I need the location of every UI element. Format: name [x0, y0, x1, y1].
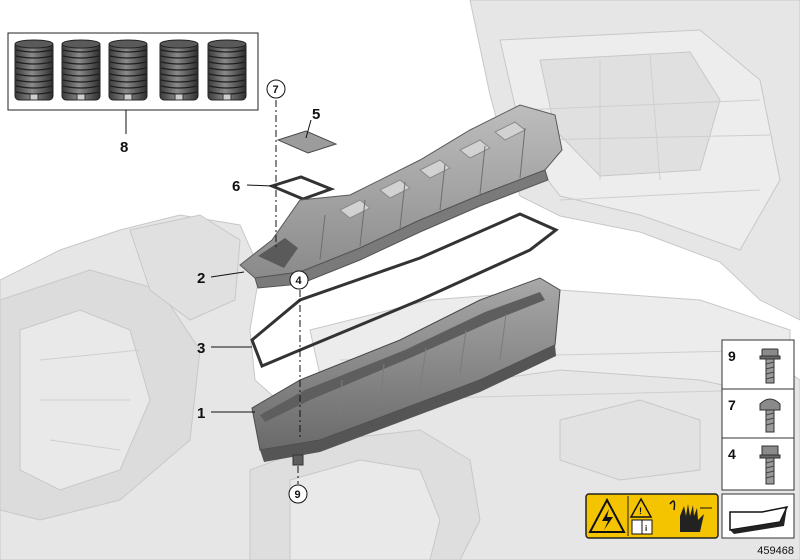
callout-6: 6: [232, 178, 240, 195]
circled-callout-7: 7: [266, 79, 286, 99]
legend-number-4: 4: [728, 446, 736, 462]
sleeve-3: [108, 39, 148, 101]
leader-lines: [125, 100, 312, 484]
callout-3: 3: [197, 340, 205, 357]
bolt-legend-panel: [721, 339, 795, 491]
svg-text:9: 9: [295, 489, 301, 501]
cover-plate-part: [276, 130, 338, 154]
svg-text:!: !: [639, 506, 642, 516]
torx-bolt-icon: [759, 398, 781, 433]
callout-1: 1: [197, 405, 205, 422]
read-manual-icon: ! i: [629, 497, 653, 535]
upper-cover-part: [239, 104, 563, 289]
diagram-id: 459468: [757, 545, 794, 557]
large-gasket-part: [250, 212, 559, 368]
svg-text:7: 7: [273, 84, 279, 96]
hex-bolt-icon: [759, 445, 781, 485]
high-voltage-warning-label: ! i: [585, 493, 719, 539]
sleeve-2: [61, 39, 101, 101]
sleeve-1: [14, 39, 54, 101]
callout-5: 5: [312, 106, 320, 123]
legend-number-9: 9: [728, 348, 736, 364]
callout-2: 2: [197, 270, 205, 287]
hex-flange-bolt-icon: [759, 348, 781, 384]
small-gasket-part: [267, 175, 336, 201]
high-voltage-warning-icon: [588, 497, 626, 533]
battery-tray-part: [251, 277, 561, 466]
sleeve-set: [14, 39, 247, 101]
legend-number-7: 7: [728, 397, 736, 413]
callout-8: 8: [120, 139, 128, 156]
circled-callout-9: 9: [288, 484, 308, 504]
orientation-arrow-box: [721, 493, 795, 539]
svg-text:4: 4: [296, 275, 303, 287]
sleeve-5: [207, 39, 247, 101]
circled-callout-4: 4: [289, 270, 309, 290]
svg-text:i: i: [645, 524, 647, 533]
protective-gloves-icon: [669, 500, 712, 532]
sleeve-4: [159, 39, 199, 101]
